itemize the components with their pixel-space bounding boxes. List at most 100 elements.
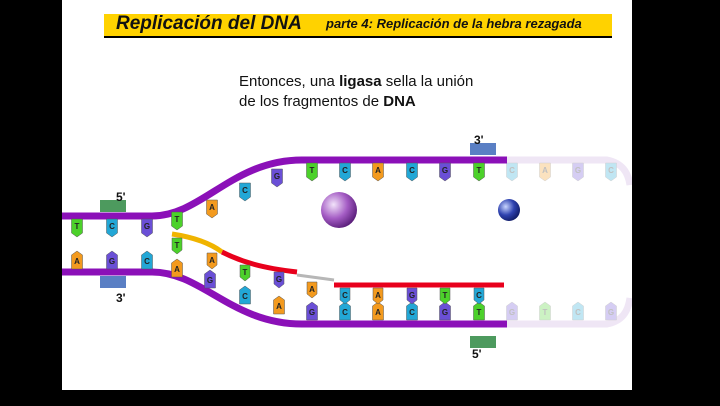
end-marker-right-top (470, 143, 496, 155)
svg-text:G: G (274, 172, 280, 181)
end-marker-left-bottom (100, 276, 126, 288)
caption-line-1: Entonces, una ligasa sella la unión (239, 73, 474, 90)
svg-text:C: C (608, 166, 614, 175)
nucleotide-template-2: C (239, 285, 251, 305)
svg-text:T: T (477, 166, 482, 175)
end-label-left-bottom: 3' (116, 291, 126, 305)
parental-strand-bottom (62, 268, 507, 328)
nucleotide-template-9: T (473, 301, 485, 321)
nucleotide-left-top-2: G (141, 218, 153, 238)
nucleotide-leading-1: A (206, 199, 218, 219)
caption: Entonces, una ligasa sella la unión de l… (239, 72, 473, 112)
nucleotide-new-2: T (239, 264, 251, 282)
faded-nucleotide-top-0: C (506, 162, 518, 182)
nucleotide-leading-5: C (339, 162, 351, 182)
svg-text:A: A (209, 256, 215, 265)
faded-nucleotide-bottom-1: T (539, 301, 551, 321)
svg-text:C: C (342, 291, 348, 300)
svg-text:G: G (442, 166, 448, 175)
svg-text:G: G (608, 308, 614, 317)
end-marker-right-bottom (470, 336, 496, 348)
svg-text:A: A (375, 166, 381, 175)
faded-nucleotide-top-3: C (605, 162, 617, 182)
svg-text:A: A (542, 166, 548, 175)
svg-text:T: T (175, 241, 180, 250)
svg-text:T: T (243, 268, 248, 277)
nucleotide-template-3: A (273, 295, 285, 315)
nucleotide-leading-4: T (306, 162, 318, 182)
faded-nucleotide-bottom-0: G (506, 301, 518, 321)
ligase-sphere (498, 199, 520, 221)
nucleotide-new-5: A (372, 287, 384, 305)
nucleotide-left-bottom-0: A (71, 250, 83, 270)
svg-text:C: C (509, 166, 515, 175)
nucleotide-left-top-0: T (71, 218, 83, 238)
faded-duplex: C G A T G C C G (506, 156, 632, 328)
svg-text:A: A (174, 265, 180, 274)
svg-text:C: C (144, 257, 150, 266)
nucleotide-leading-3: G (271, 168, 283, 188)
nucleotide-template-1: G (204, 269, 216, 289)
nucleotide-new-0: T (171, 237, 183, 255)
svg-text:T: T (310, 166, 315, 175)
svg-text:G: G (144, 222, 150, 231)
nucleotide-template-0: A (171, 258, 183, 278)
nucleotide-leading-8: G (439, 162, 451, 182)
caption-line-2: de los fragmentos de DNA (239, 93, 416, 110)
rna-primer (171, 231, 224, 255)
nucleotide-template-6: A (372, 301, 384, 321)
end-label-left-top: 5' (116, 190, 126, 204)
svg-text:T: T (543, 308, 548, 317)
nucleotide-left-bottom-1: G (106, 250, 118, 270)
parental-strand-top (62, 156, 507, 220)
svg-text:A: A (276, 302, 282, 311)
polymerase-sphere (321, 192, 357, 228)
nucleotide-new-3: G (273, 271, 285, 289)
nucleotide-new-6: G (406, 287, 418, 305)
svg-text:T: T (443, 291, 448, 300)
svg-text:C: C (242, 186, 248, 195)
faded-nucleotide-bottom-3: G (605, 301, 617, 321)
end-marker-left-top (100, 200, 126, 212)
nucleotide-template-7: C (406, 301, 418, 321)
faded-nucleotide-bottom-2: C (572, 301, 584, 321)
nucleotide-left-top-1: C (106, 218, 118, 238)
svg-text:T: T (75, 222, 80, 231)
faded-nucleotide-top-2: G (572, 162, 584, 182)
nucleotide-left-bottom-2: C (141, 250, 153, 270)
svg-text:C: C (342, 166, 348, 175)
svg-text:C: C (109, 222, 115, 231)
svg-text:G: G (207, 276, 213, 285)
svg-text:C: C (342, 308, 348, 317)
nucleotide-new-7: T (439, 287, 451, 305)
faded-nucleotide-top-1: A (539, 162, 551, 182)
svg-text:G: G (276, 275, 282, 284)
svg-text:G: G (442, 308, 448, 317)
svg-text:C: C (476, 291, 482, 300)
ligase-junction (296, 273, 335, 282)
title-bar: Replicación del DNA parte 4: Replicación… (104, 13, 612, 38)
svg-text:G: G (109, 257, 115, 266)
svg-text:G: G (409, 291, 415, 300)
svg-text:T: T (175, 215, 180, 224)
svg-text:C: C (242, 292, 248, 301)
end-label-right-bottom: 5' (472, 347, 482, 361)
nucleotide-new-1: A (206, 252, 218, 270)
okazaki-fragment-1 (220, 249, 298, 275)
svg-text:C: C (409, 166, 415, 175)
svg-text:C: C (575, 308, 581, 317)
svg-text:T: T (477, 308, 482, 317)
stage: Replicación del DNA parte 4: Replicación… (62, 0, 632, 390)
nucleotide-new-4: C (339, 287, 351, 305)
nucleotide-template-5: C (339, 301, 351, 321)
page-subtitle: parte 4: Replicación de la hebra rezagad… (326, 16, 582, 31)
svg-text:A: A (309, 285, 315, 294)
svg-text:G: G (309, 308, 315, 317)
svg-text:A: A (209, 203, 215, 212)
svg-text:G: G (575, 166, 581, 175)
svg-text:C: C (409, 308, 415, 317)
svg-text:A: A (375, 291, 381, 300)
svg-text:G: G (509, 308, 515, 317)
